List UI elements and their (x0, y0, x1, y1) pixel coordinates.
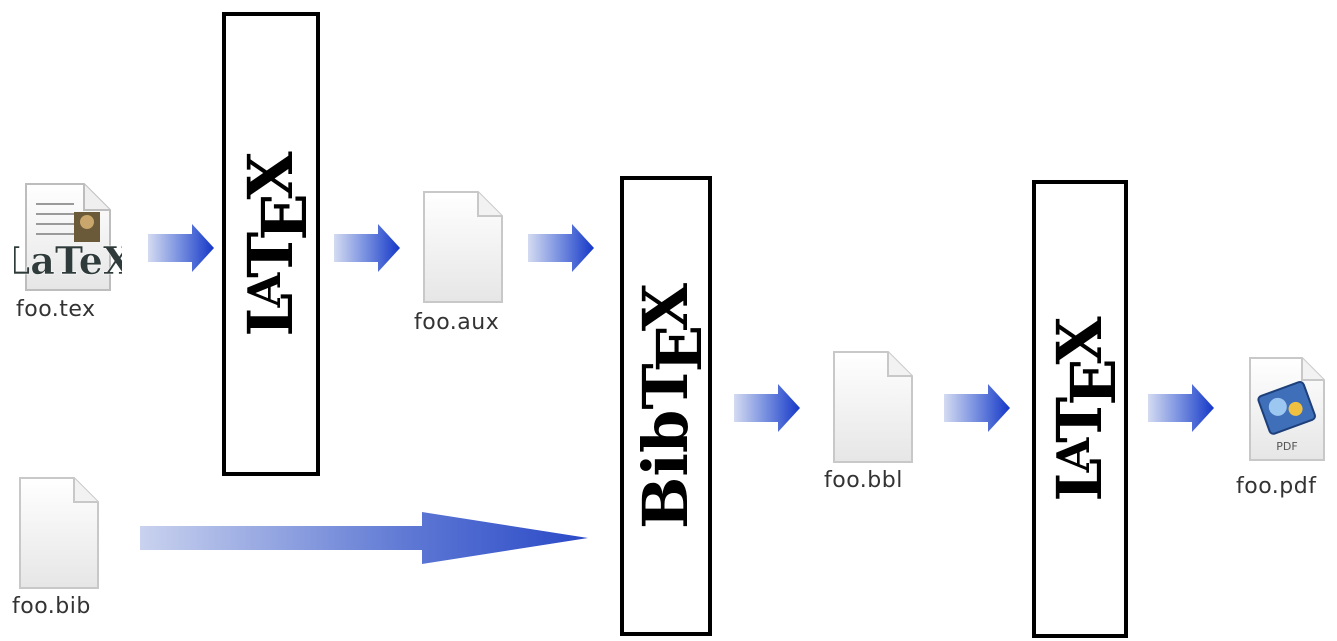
svg-text:LaTeX: LaTeX (14, 238, 122, 283)
file-label-bbl: foo.bbl (824, 468, 903, 493)
file-label-tex: foo.tex (16, 297, 96, 322)
latex-logo-2: LATEX (1043, 316, 1130, 502)
file-label-aux: foo.aux (414, 310, 500, 335)
bib-document-icon (19, 477, 99, 589)
bibtex-logo: BibTEX (629, 283, 716, 529)
aux-document-icon (423, 191, 503, 303)
arrow-tex-to-latex (148, 224, 214, 272)
latex-process-box-1: LATEX (222, 12, 321, 476)
arrow-latex-to-pdf (1148, 384, 1214, 432)
file-label-bib: foo.bib (12, 594, 91, 619)
pdf-document-icon: PDF (1249, 357, 1325, 461)
bibtex-process-box: BibTEX (620, 176, 716, 636)
arrow-latex-to-aux (334, 224, 400, 272)
arrow-bbl-to-latex (944, 384, 1010, 432)
bbl-document-icon (833, 351, 913, 463)
pdf-icon-text: PDF (1276, 440, 1297, 453)
arrow-bib-to-bibtex (140, 512, 588, 564)
file-label-pdf: foo.pdf (1236, 474, 1317, 499)
latex-document-icon: LaTeX (14, 183, 122, 291)
arrow-aux-to-bibtex (528, 224, 594, 272)
latex-logo-1: LATEX (234, 151, 321, 337)
latex-process-box-2: LATEX (1032, 180, 1130, 638)
arrow-bibtex-to-bbl (734, 384, 800, 432)
